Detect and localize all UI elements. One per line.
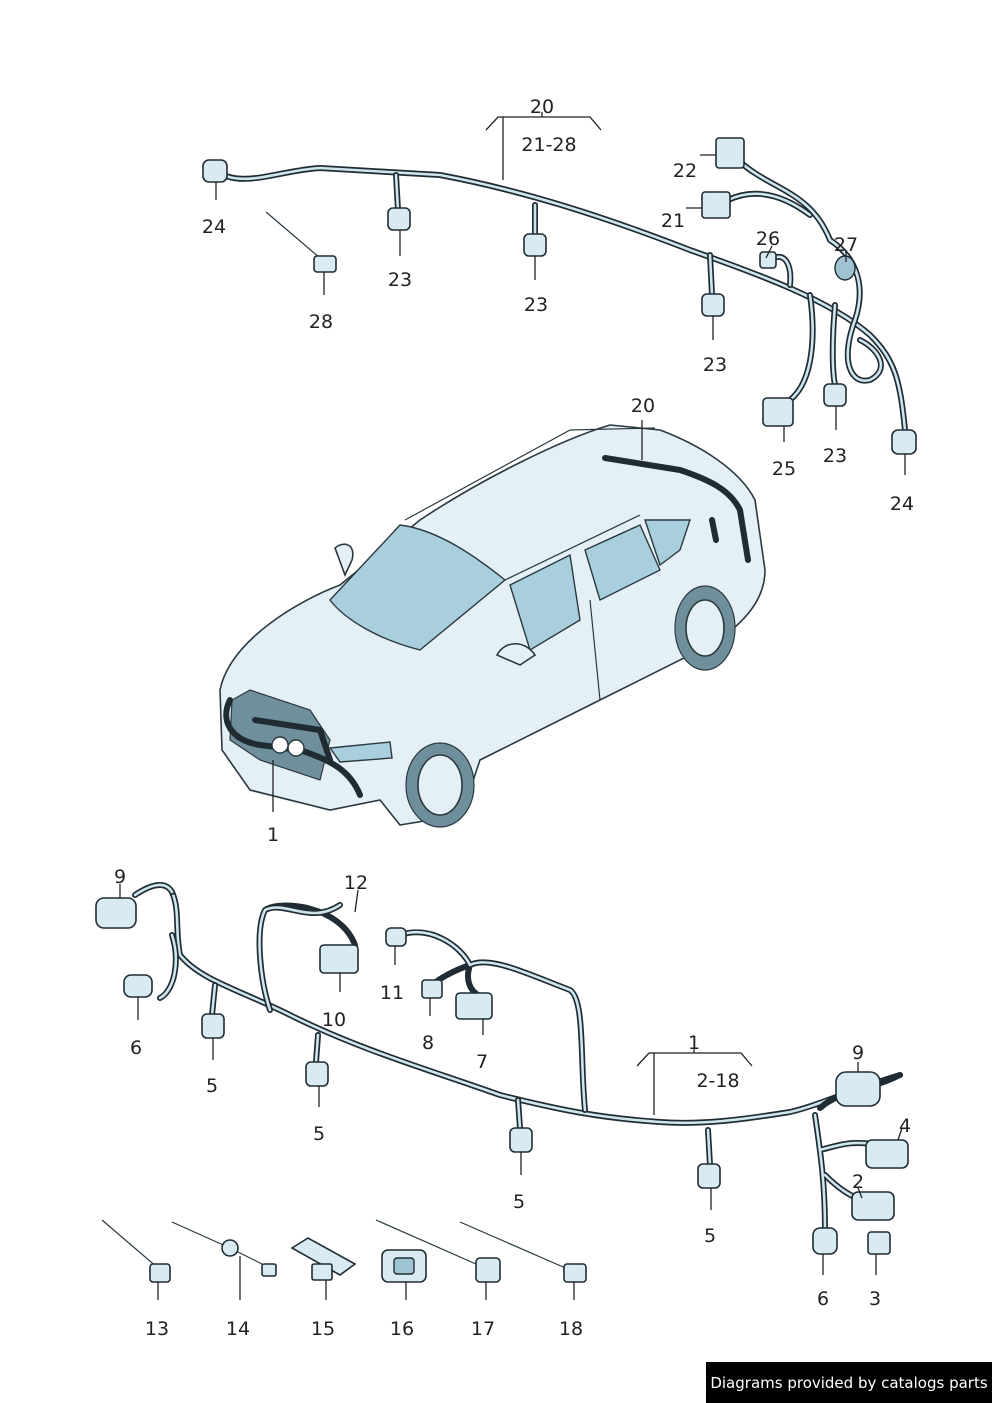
callout-12: 12 — [344, 872, 368, 894]
callout-27: 27 — [834, 234, 858, 256]
connector-4 — [865, 1139, 909, 1169]
connector-8 — [421, 979, 443, 999]
callout-9-left: 9 — [114, 866, 126, 888]
front-wiring-harness — [132, 882, 903, 1233]
connector-2 — [851, 1191, 895, 1221]
car-illustration — [219, 424, 766, 828]
cable-tie-14 — [171, 1221, 277, 1277]
connector-24-right — [891, 429, 917, 455]
callout-15: 15 — [311, 1318, 335, 1340]
callout-21: 21 — [661, 210, 685, 232]
callout-5-a: 5 — [206, 1075, 218, 1097]
callout-1-car: 1 — [267, 824, 279, 846]
callout-4: 4 — [899, 1115, 911, 1137]
connector-22 — [715, 137, 745, 169]
sensor-5-d — [697, 1163, 721, 1189]
callout-14: 14 — [226, 1318, 250, 1340]
connector-10 — [319, 944, 359, 974]
callout-2-18: 2-18 — [696, 1070, 739, 1092]
sensor-6-left — [123, 974, 153, 998]
sensor-23-c — [701, 293, 725, 317]
cable-tie-13 — [101, 1219, 171, 1283]
callout-24-right: 24 — [890, 493, 914, 515]
callout-17: 17 — [471, 1318, 495, 1340]
connector-21 — [701, 191, 731, 219]
cable-tie-17 — [375, 1219, 501, 1283]
callout-20-car: 20 — [631, 395, 655, 417]
callout-20-top: 20 — [530, 96, 554, 118]
callout-21-28: 21-28 — [521, 134, 576, 156]
callout-22: 22 — [673, 160, 697, 182]
callout-6-right: 6 — [817, 1288, 829, 1310]
callout-26: 26 — [756, 228, 780, 250]
callout-8: 8 — [422, 1032, 434, 1054]
connector-7 — [455, 992, 493, 1020]
connector-24-left — [202, 159, 228, 183]
rear-wiring-harness — [212, 157, 908, 433]
connector-9-left — [95, 897, 137, 929]
callout-24-left: 24 — [202, 216, 226, 238]
sensor-5-c — [509, 1127, 533, 1153]
footer-credit: Diagrams provided by catalogs parts — [706, 1362, 992, 1403]
callout-28: 28 — [309, 311, 333, 333]
callout-23-b: 23 — [524, 294, 548, 316]
callout-23-c: 23 — [703, 354, 727, 376]
cable-tie-18 — [459, 1221, 587, 1283]
callout-5-c: 5 — [513, 1191, 525, 1213]
callout-11: 11 — [380, 982, 404, 1004]
sensor-23-a — [387, 207, 411, 231]
sensor-5-b — [305, 1061, 329, 1087]
connector-25 — [762, 397, 794, 427]
callout-18: 18 — [559, 1318, 583, 1340]
sensor-23-d — [823, 383, 847, 407]
callout-7: 7 — [476, 1051, 488, 1073]
callout-2: 2 — [852, 1171, 864, 1193]
sensor-6-right — [812, 1227, 838, 1255]
bracket-15 — [290, 1237, 357, 1281]
connector-26 — [759, 251, 777, 269]
callout-3: 3 — [869, 1288, 881, 1310]
callout-labels: 20 21-28 22 21 24 26 27 23 23 28 23 20 2… — [114, 96, 914, 1340]
holder-16 — [381, 1249, 427, 1283]
callout-16: 16 — [390, 1318, 414, 1340]
callout-5-d: 5 — [704, 1225, 716, 1247]
leader-lines — [119, 112, 906, 1300]
callout-23-d: 23 — [823, 445, 847, 467]
connector-9-right — [835, 1071, 881, 1107]
callout-23-a: 23 — [388, 269, 412, 291]
callout-25: 25 — [772, 458, 796, 480]
connector-3 — [867, 1231, 891, 1255]
callout-13: 13 — [145, 1318, 169, 1340]
sensor-5-a — [201, 1013, 225, 1039]
callout-10: 10 — [322, 1009, 346, 1031]
callout-5-b: 5 — [313, 1123, 325, 1145]
connector-11 — [385, 927, 407, 947]
callout-9-right: 9 — [852, 1042, 864, 1064]
cable-tie-28 — [265, 211, 337, 273]
callout-1-group: 1 — [688, 1032, 700, 1054]
callout-6-left: 6 — [130, 1037, 142, 1059]
sensor-23-b — [523, 233, 547, 257]
